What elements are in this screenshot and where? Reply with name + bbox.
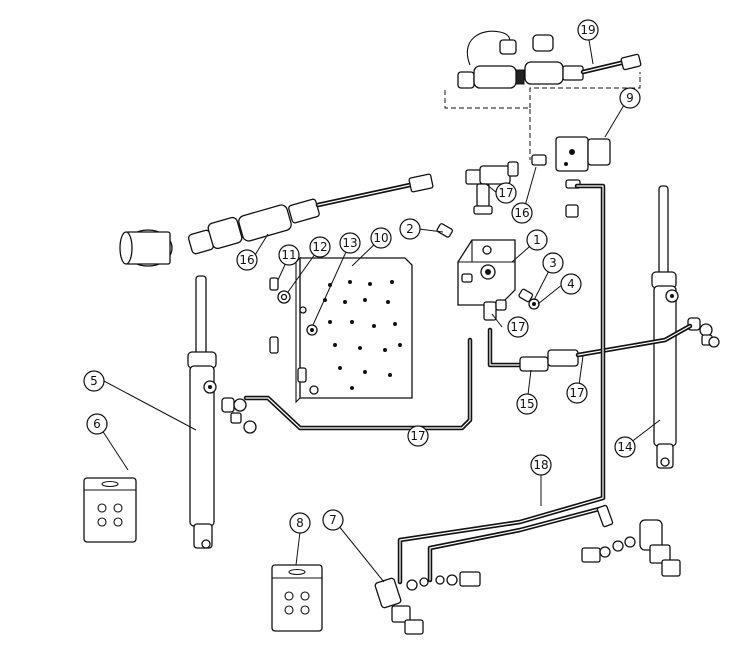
callout-15: 15 — [516, 393, 538, 415]
callout-14-label: 14 — [617, 440, 632, 454]
callout-17-right-hose: 17 — [566, 382, 588, 404]
callout-19: 19 — [577, 19, 599, 41]
tee-fitting — [465, 161, 519, 215]
callout-4-label: 4 — [567, 277, 575, 291]
bottom-actuator-right — [581, 519, 681, 577]
callout-19-label: 19 — [580, 23, 595, 37]
callout-17-manifold: 17 — [507, 316, 529, 338]
bottom-actuator-left — [374, 571, 481, 635]
hoses — [243, 183, 693, 585]
callout-16-left: 16 — [236, 249, 258, 271]
callout-3: 3 — [542, 252, 564, 274]
callout-10-label: 10 — [373, 231, 388, 245]
callout-3-label: 3 — [549, 256, 557, 270]
callout-6-label: 6 — [93, 417, 101, 431]
callout-16-right: 16 — [511, 202, 533, 224]
left-cylinder — [187, 275, 257, 549]
callout-5: 5 — [83, 370, 105, 392]
callout-12-label: 12 — [312, 240, 327, 254]
callout-2: 2 — [399, 218, 421, 240]
callout-11-label: 11 — [281, 248, 296, 262]
callout-5-label: 5 — [90, 374, 98, 388]
callout-18: 18 — [530, 454, 552, 476]
callout-17-left-hose: 17 — [407, 425, 429, 447]
quick-coupler-assembly — [444, 30, 642, 160]
callout-8: 8 — [289, 512, 311, 534]
callout-1-label: 1 — [533, 233, 541, 247]
callout-17-tee-label: 17 — [498, 186, 513, 200]
callout-8-label: 8 — [296, 516, 304, 530]
upper-hose-with-coupler — [119, 173, 434, 267]
callout-13: 13 — [339, 232, 361, 254]
mounting-plate — [269, 256, 413, 404]
callout-15-label: 15 — [519, 397, 534, 411]
seal-kit-package-6 — [83, 477, 137, 543]
callout-9-label: 9 — [626, 91, 634, 105]
callout-18-label: 18 — [533, 458, 548, 472]
callout-7: 7 — [322, 509, 344, 531]
callout-10: 10 — [370, 227, 392, 249]
callout-16-right-label: 16 — [514, 206, 529, 220]
callout-11: 11 — [278, 244, 300, 266]
valve-block — [531, 136, 611, 218]
callout-17-tee: 17 — [495, 182, 517, 204]
callout-6: 6 — [86, 413, 108, 435]
seal-kit-package-8 — [271, 564, 323, 632]
callout-17-right-hose-label: 17 — [569, 386, 584, 400]
callout-17-left-hose-label: 17 — [410, 429, 425, 443]
callout-9: 9 — [619, 87, 641, 109]
callout-16-left-label: 16 — [239, 253, 254, 267]
callout-7-label: 7 — [329, 513, 337, 527]
callout-13-label: 13 — [342, 236, 357, 250]
right-cylinder — [651, 185, 720, 469]
callout-4: 4 — [560, 273, 582, 295]
callout-17-manifold-label: 17 — [510, 320, 525, 334]
callout-12: 12 — [309, 236, 331, 258]
callout-14: 14 — [614, 436, 636, 458]
callout-1: 1 — [526, 229, 548, 251]
manifold-block — [436, 223, 540, 321]
callout-2-label: 2 — [406, 222, 414, 236]
